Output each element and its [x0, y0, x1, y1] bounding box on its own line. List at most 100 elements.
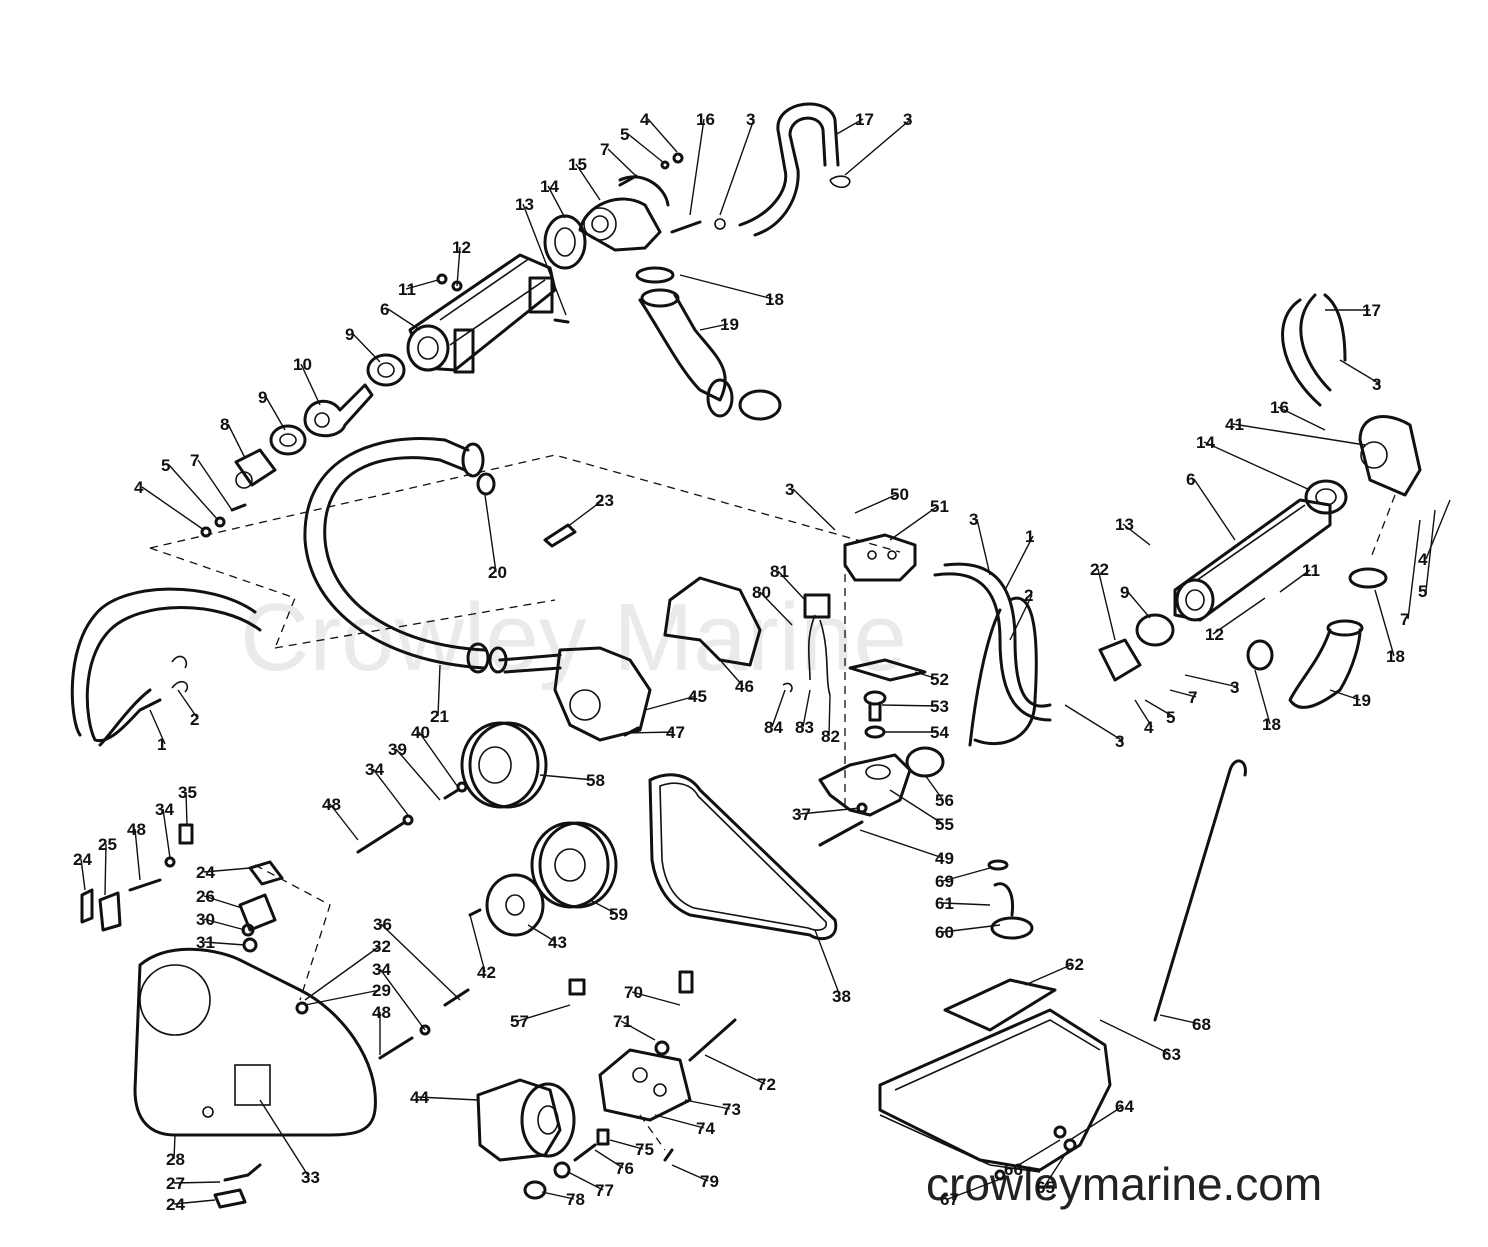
leader-c16b [1277, 406, 1326, 431]
callout-c25a: 25 [98, 835, 117, 854]
leader-c20a [484, 494, 497, 573]
gasket-52[interactable] [848, 658, 927, 682]
callout-c4a: 4 [640, 110, 650, 129]
callout-c24a: 24 [73, 850, 92, 869]
brackets-24-25-26-27[interactable] [80, 860, 284, 1209]
callout-c81a: 81 [770, 562, 789, 581]
leader-c26a [203, 895, 243, 909]
callout-c9c: 9 [1120, 583, 1129, 602]
bypass-hose-1-left[interactable] [70, 587, 262, 747]
oil-pan-gasket-62[interactable] [943, 978, 1057, 1032]
callout-c66a: 66 [1004, 1160, 1023, 1179]
callout-c73a: 73 [722, 1100, 741, 1119]
callout-c37a: 37 [792, 805, 811, 824]
gasket-14-right[interactable] [1304, 479, 1348, 515]
oil-pump-parts[interactable] [523, 970, 737, 1200]
hose-17-left[interactable] [738, 102, 840, 237]
leader-c34c [379, 968, 426, 1031]
pulley-58[interactable] [460, 721, 548, 809]
leader-c4a [647, 118, 678, 153]
oil-fill-cap-60[interactable] [987, 859, 1034, 940]
gasket-9-lower[interactable] [269, 424, 307, 456]
callout-c38a: 38 [832, 987, 851, 1006]
callout-c40a: 40 [411, 723, 430, 742]
leader-c35a [185, 791, 188, 826]
gasket-9-upper[interactable] [366, 353, 406, 387]
gasket-56[interactable] [905, 746, 945, 778]
leader-c63a [1099, 1019, 1171, 1055]
callout-c29a: 29 [372, 981, 391, 1000]
seal-54[interactable] [864, 725, 886, 739]
callout-c22a: 22 [1090, 560, 1109, 579]
callout-c62a: 62 [1065, 955, 1084, 974]
hose-19-left[interactable] [638, 288, 734, 418]
exhaust-manifold-left[interactable] [406, 253, 557, 374]
exhaust-manifold-right[interactable] [1173, 498, 1332, 622]
bracket-81[interactable] [803, 593, 831, 619]
gasket-46[interactable] [663, 576, 762, 667]
bypass-hoses-right[interactable] [933, 562, 1052, 747]
thermostat-housing-51[interactable] [843, 533, 917, 582]
temp-sender-23[interactable] [543, 523, 577, 548]
dipstick-68[interactable] [1153, 759, 1247, 1022]
oil-pan-64[interactable] [878, 1008, 1112, 1173]
bolts-washers-left[interactable] [128, 726, 868, 1060]
leader-c16a [689, 118, 705, 216]
callout-c24b: 24 [196, 863, 215, 882]
hose-17-right[interactable] [1281, 293, 1347, 407]
clamp-18-left[interactable] [635, 266, 782, 421]
gasket-10-left[interactable] [303, 383, 374, 438]
clamp-3-left[interactable] [171, 655, 189, 693]
leader-c44a [417, 1096, 479, 1101]
spacer-43[interactable] [485, 873, 545, 937]
exhaust-end-cap-8[interactable] [234, 448, 277, 489]
hardware-studs-nuts-left[interactable] [200, 152, 726, 538]
leader-c4c [1134, 699, 1153, 728]
clamp-18-right[interactable] [1246, 567, 1388, 671]
callout-c18b: 18 [1386, 647, 1405, 666]
thermostat-housing-55[interactable] [818, 753, 912, 817]
leader-c77a [567, 1171, 604, 1191]
gasket-14-left[interactable] [543, 214, 587, 270]
leader-c5c [1144, 699, 1175, 718]
leader-c27a [173, 1181, 221, 1184]
leader-c79a [671, 1164, 709, 1182]
timing-cover-28[interactable] [133, 947, 377, 1137]
gasket-9-right[interactable] [1135, 613, 1175, 647]
leader-c30a [203, 918, 246, 931]
leader-c62a [1024, 963, 1074, 986]
oil-filter-44[interactable] [476, 1078, 576, 1162]
callout-c3b: 3 [903, 110, 912, 129]
wire-83-82[interactable] [782, 614, 831, 696]
callout-c7c: 7 [1188, 688, 1197, 707]
leader-c72a [704, 1054, 766, 1085]
clamp-3-top[interactable] [829, 175, 851, 188]
callout-c60a: 60 [935, 923, 954, 942]
hose-19-right[interactable] [1288, 619, 1364, 709]
leader-c25a [104, 843, 107, 896]
leader-c31a [203, 941, 246, 946]
leader-c10a [300, 363, 321, 406]
exhaust-end-cap-22[interactable] [1098, 638, 1142, 682]
leader-c73a [684, 1099, 731, 1110]
exhaust-elbow-left[interactable] [578, 175, 670, 252]
oil-pump-74[interactable] [598, 1048, 692, 1122]
callout-c15a: 15 [568, 155, 587, 174]
callout-c82a: 82 [821, 727, 840, 746]
pulley-59[interactable] [530, 821, 618, 909]
callout-c7d: 7 [1400, 610, 1409, 629]
leader-c6b [1193, 478, 1236, 541]
leader-c81a [777, 570, 806, 601]
water-pump-45[interactable] [498, 646, 652, 742]
leader-c13a [522, 203, 567, 316]
callout-c4c: 4 [1144, 718, 1154, 737]
hose-21-large[interactable] [303, 437, 490, 674]
drive-belt-38[interactable] [648, 773, 838, 941]
thermostat-53[interactable] [863, 690, 887, 722]
callout-c21a: 21 [430, 707, 449, 726]
exhaust-elbow-right[interactable] [1358, 415, 1422, 497]
callout-c3c: 3 [1372, 375, 1381, 394]
leader-c18b [1374, 589, 1395, 657]
leader-c3b [844, 118, 912, 176]
